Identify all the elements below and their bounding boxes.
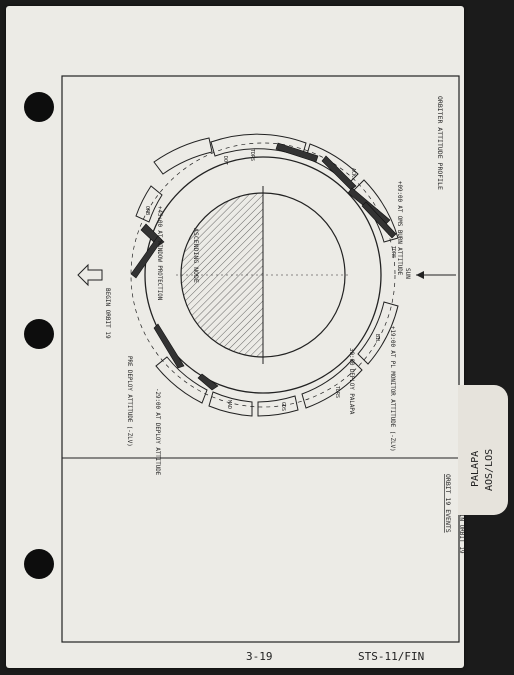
band-label: ACK bbox=[350, 168, 356, 177]
band-label: GDS bbox=[280, 402, 286, 411]
pre-deploy-label: PRE DEPLOY ATTITUDE (-ZLV) bbox=[126, 356, 132, 447]
band-label: TDRS bbox=[390, 246, 396, 258]
deploy-palapa-label: 30:00 DEPLOY PALAPA bbox=[348, 348, 354, 415]
profile-title: ORBITER ATTITUDE PROFILE bbox=[436, 96, 444, 190]
diagram-frame bbox=[61, 75, 460, 643]
begin-orbit-label: BEGIN ORBIT 19 bbox=[104, 288, 111, 339]
events-title: ORBIT 19 EVENTS bbox=[444, 474, 452, 533]
begin-orbit-arrow bbox=[77, 263, 103, 287]
band-label: ORB bbox=[144, 206, 150, 215]
band-label: TDRS bbox=[334, 386, 340, 398]
tab-text: PALAPA AOS/LOS bbox=[460, 415, 506, 495]
sun-label: SUN bbox=[404, 268, 411, 279]
oms-burn-label: +09:00 AT OMS BURN ATTITUDE bbox=[396, 181, 402, 276]
band-label: BIL bbox=[374, 334, 380, 343]
window-protection-label: +45:00 AT WINDOW PROTECTION bbox=[156, 206, 162, 301]
tab-line-2: AOS/LOS bbox=[484, 448, 495, 491]
orbit-outer-dashed bbox=[130, 142, 396, 408]
orbiter-attitude-diagram: ORBITER ATTITUDE PROFILE BEGIN ORBIT 19 … bbox=[61, 75, 464, 643]
binder-hole bbox=[24, 319, 54, 349]
orbit-path bbox=[144, 156, 382, 394]
palapa-index-tab[interactable]: PALAPA AOS/LOS bbox=[458, 385, 508, 515]
page-number: 3-19 bbox=[246, 650, 273, 663]
band-label: DOT bbox=[222, 156, 228, 165]
band-label: TDRS bbox=[249, 149, 255, 161]
deploy-attitude-label: -29:00 AT DEPLOY ATTITUDE bbox=[154, 388, 160, 476]
band-label: MAD bbox=[226, 400, 232, 409]
pl-monitor-label: +19:00 AT PL MONITOR ATTITUDE (-ZLV) bbox=[389, 326, 395, 452]
checklist-page: ORBITER ATTITUDE PROFILE BEGIN ORBIT 19 … bbox=[6, 6, 464, 668]
tab-line-1: PALAPA bbox=[470, 450, 481, 487]
binder-hole bbox=[24, 92, 54, 122]
orbiter-glyphs bbox=[130, 142, 397, 391]
document-id: STS-11/FIN bbox=[358, 650, 425, 663]
binder-hole bbox=[24, 549, 54, 579]
sun-arrow bbox=[416, 271, 456, 279]
ascending-node-label: ASCENDING NODE bbox=[192, 228, 200, 283]
